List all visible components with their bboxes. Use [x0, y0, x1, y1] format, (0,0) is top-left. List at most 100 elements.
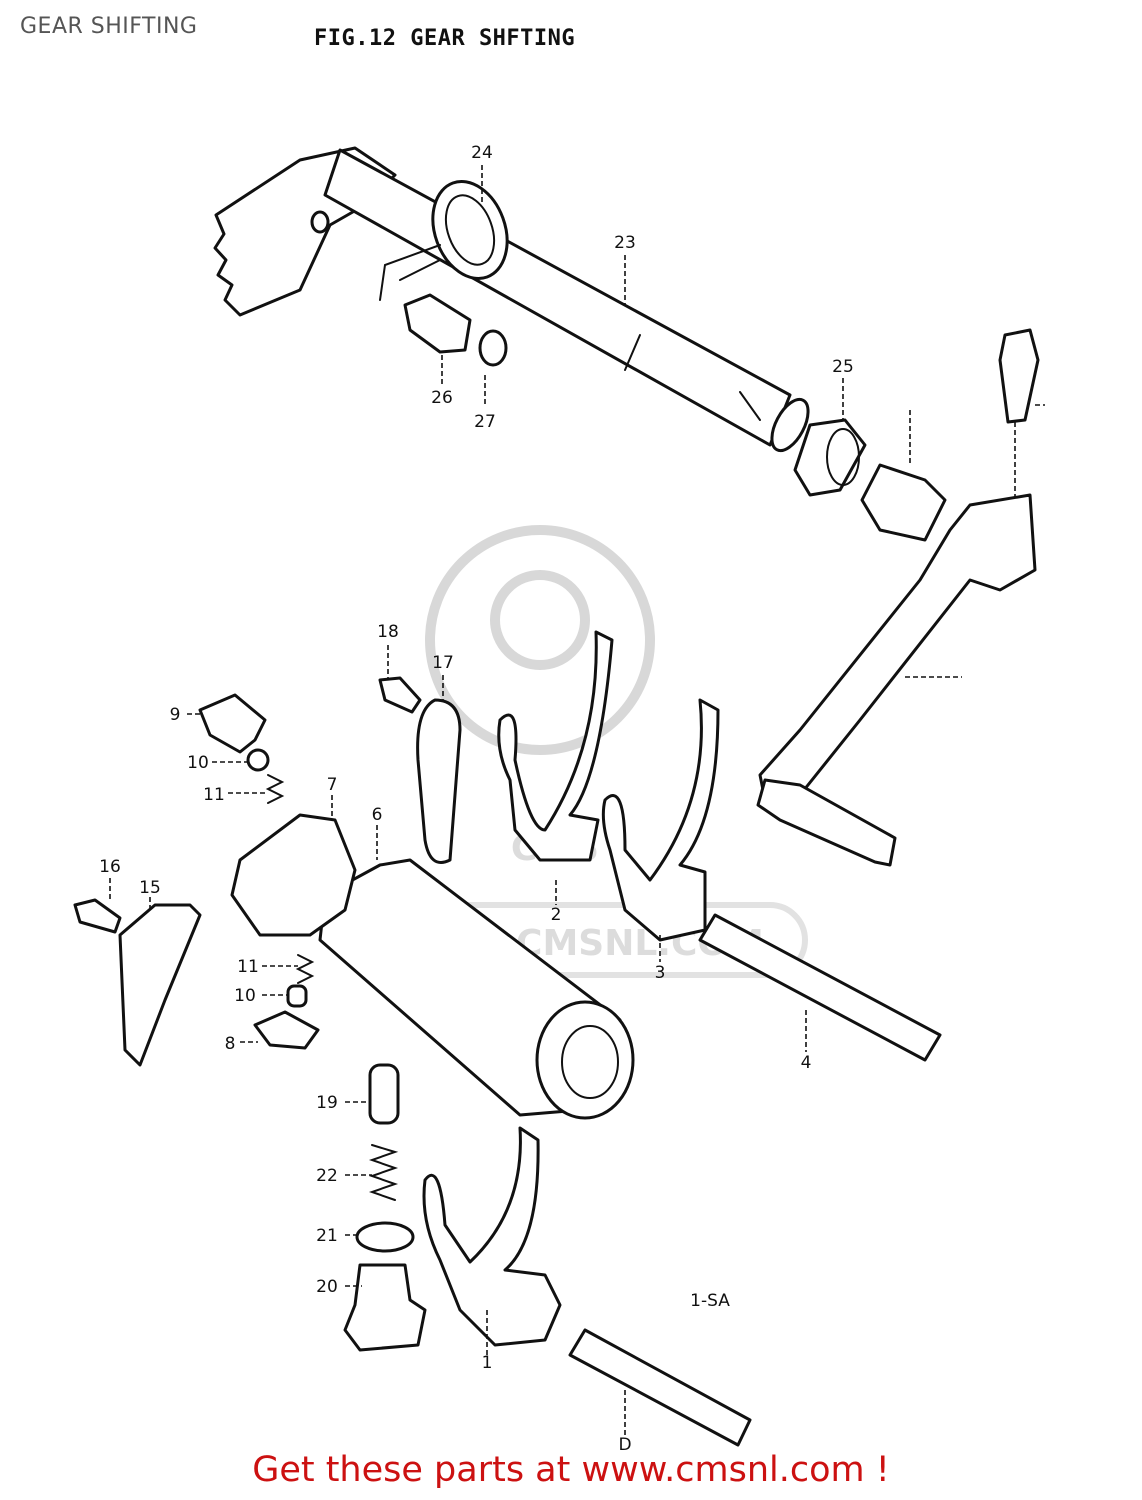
part-label-24: 27	[474, 412, 496, 432]
pin-lower-part	[286, 984, 308, 1008]
pawl-lifter-body	[416, 698, 462, 864]
part-label-8: 8	[225, 1034, 236, 1054]
spring-stopper-bolt-part	[403, 293, 472, 354]
gearshift-cam-part	[318, 858, 635, 1120]
figure-title: FIG.12 GEAR SHFTING	[314, 26, 576, 51]
part-label-21: 24	[471, 143, 493, 163]
page-title: GEAR SHIFTING	[20, 14, 198, 39]
spring-coil-inner	[444, 194, 496, 266]
stopper-spring-part	[368, 1144, 399, 1201]
part-label-13: 16	[99, 857, 121, 877]
part-label-23: 26	[431, 388, 453, 408]
cam-guide-part	[118, 903, 202, 1067]
fork-center-part	[497, 630, 614, 862]
spring-coil-outer	[431, 180, 509, 280]
part-label-3: 3	[655, 963, 666, 983]
diagram-mark-1sa: 1-SA	[690, 1291, 730, 1311]
lever-pedal	[756, 778, 897, 867]
part-label-20: 23	[614, 233, 636, 253]
return-spring-part	[379, 180, 509, 301]
stopper-plate-part	[253, 1010, 320, 1050]
part-label-4: 4	[801, 1053, 812, 1073]
shaft-step-lines	[624, 334, 761, 421]
part-label-11: 11	[203, 785, 225, 805]
watermark-logo-face	[490, 570, 590, 670]
lifter-screw-part	[378, 676, 422, 714]
neutral-stopper-body	[368, 1063, 400, 1125]
spacer-body	[860, 463, 947, 542]
part-label-11-lower: 11	[237, 957, 259, 977]
spring-leg	[379, 244, 441, 301]
washer-ring	[478, 329, 508, 367]
part-label-2: 2	[551, 905, 562, 925]
arm-pin	[310, 210, 330, 234]
oil-seal-part	[793, 418, 867, 497]
part-label-17: 20	[316, 1277, 338, 1297]
plug-part	[343, 1263, 427, 1352]
oil-seal-bore	[826, 428, 860, 486]
fork-center-body	[497, 630, 614, 862]
stopper-spring-coil	[368, 1144, 399, 1201]
guide-screw-part	[73, 898, 122, 934]
spacer-part	[860, 463, 947, 542]
fork-bottom-part	[422, 1126, 562, 1347]
spring-lower-part	[295, 954, 315, 984]
cam-gear-body	[230, 813, 357, 937]
part-label-14: 17	[432, 653, 454, 673]
lever-bolt-part	[998, 328, 1040, 500]
oil-seal-body	[793, 418, 867, 497]
washer-part	[478, 329, 508, 367]
part-label-18: 21	[316, 1226, 338, 1246]
gearshift-shaft-part	[213, 146, 810, 453]
fork-shaft-body	[698, 913, 942, 1062]
part-label-10: 10	[187, 753, 209, 773]
shaft-spline-end	[770, 397, 810, 453]
spring-lower-coil	[295, 954, 315, 984]
gearshift-lever-part	[756, 493, 1037, 867]
stopper-bolt	[403, 293, 472, 354]
part-label-7: 7	[327, 775, 338, 795]
part-label-19: 22	[316, 1166, 338, 1186]
part-number-labels: 24 23 26 27 25 18 17 9 10 11 7 6 16 15 1…	[99, 143, 854, 1455]
part-label-12: 15	[139, 878, 161, 898]
fork-bottom-shaft-body	[568, 1328, 752, 1447]
part-label-10-lower: 10	[234, 986, 256, 1006]
part-label-1: 1	[482, 1353, 493, 1373]
pin-upper-part	[246, 748, 270, 772]
pin-upper-body	[246, 748, 270, 772]
stopper-cap-part	[198, 693, 267, 754]
plug-body	[343, 1263, 427, 1352]
gasket-ring	[355, 1221, 415, 1253]
part-label-22: 25	[832, 357, 854, 377]
cam-driven-gear-part	[230, 813, 357, 937]
stopper-plate-body	[253, 1010, 320, 1050]
lever-bolt-body	[998, 328, 1040, 424]
diagram-mark-d: D	[618, 1435, 631, 1455]
neutral-stopper-part	[368, 1063, 400, 1125]
fork-bottom-shaft-part	[568, 1328, 752, 1447]
part-label-15: 18	[377, 622, 399, 642]
pin-lower-body	[286, 984, 308, 1008]
fork-right-body	[601, 698, 720, 942]
part-label-16: 19	[316, 1093, 338, 1113]
gasket-part	[355, 1221, 415, 1253]
leader-lines	[109, 165, 1045, 1355]
stopper-cap-body	[198, 693, 267, 754]
spring-upper-part	[265, 774, 285, 804]
part-label-6: 6	[372, 805, 383, 825]
pawl-lifter-part	[416, 698, 462, 864]
shift-shaft-body	[323, 148, 792, 447]
part-label-9: 9	[170, 705, 181, 725]
spring-upper-coil	[265, 774, 285, 804]
lifter-screw-body	[378, 676, 422, 714]
fork-shaft-part	[698, 913, 942, 1062]
cam-drum-bore	[561, 1025, 619, 1099]
fork-right-part	[601, 698, 720, 942]
watermark-logo-ring	[425, 525, 655, 755]
guide-screw-body	[73, 898, 122, 934]
lever-arm	[758, 493, 1037, 802]
footer-parts-link[interactable]: Get these parts at www.cmsnl.com !	[252, 1450, 890, 1490]
fork-bottom-body	[422, 1126, 562, 1347]
